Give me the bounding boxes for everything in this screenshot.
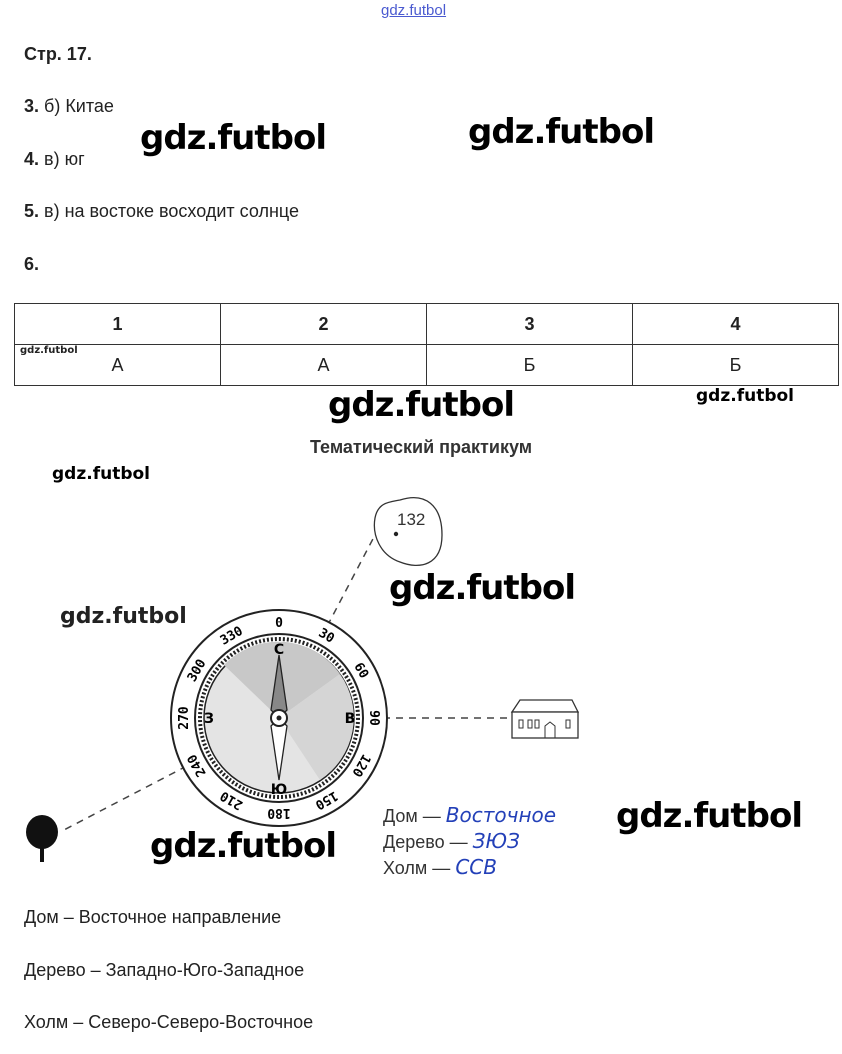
- table-header: 2: [220, 303, 427, 345]
- hill-point: [393, 531, 399, 537]
- answer-number: 4.: [24, 149, 40, 169]
- caption-label: Дерево —: [383, 832, 468, 852]
- answer-text: в) на востоке восходит солнце: [39, 201, 300, 221]
- caption-answer: Восточное: [445, 803, 557, 827]
- answer-5: 5. в) на востоке восходит солнце: [24, 201, 299, 222]
- watermark: gdz.futbol: [140, 118, 327, 158]
- watermark: gdz.futbol: [52, 464, 150, 484]
- watermark: gdz.futbol: [60, 604, 187, 629]
- watermark: gdz.futbol: [328, 385, 515, 425]
- caption-house: Дом — Восточное: [383, 803, 556, 827]
- table-cell: А: [14, 344, 221, 386]
- caption-answer: ССВ: [455, 855, 497, 879]
- compass-degree-label: 270: [177, 706, 192, 730]
- compass-letter-east: В: [345, 711, 356, 727]
- caption-label: Дом —: [383, 806, 441, 826]
- house-icon: [510, 699, 580, 739]
- caption-hill: Холм — ССВ: [383, 855, 497, 879]
- table-cell: Б: [426, 344, 633, 386]
- answer-4: 4. в) юг: [24, 149, 85, 170]
- answer-3: 3. б) Китае: [24, 96, 114, 117]
- hill-height: 132: [397, 510, 425, 529]
- tree-icon: [26, 815, 58, 862]
- answer-number: 5.: [24, 201, 40, 221]
- conclusion-hill: Холм – Северо-Северо-Восточное: [24, 1012, 314, 1032]
- caption-answer: ЗЮЗ: [472, 829, 520, 853]
- watermark: gdz.futbol: [696, 386, 794, 406]
- watermark: gdz.futbol: [468, 112, 655, 152]
- section-title: Тематический практикум: [309, 437, 533, 457]
- answer-number: 3.: [24, 96, 40, 116]
- compass-degree-label: 60: [350, 660, 371, 681]
- table-row: А А Б Б: [14, 344, 839, 386]
- compass-degree-label: 180: [267, 805, 291, 820]
- page-title: Стр. 17.: [24, 44, 92, 64]
- compass-degree-label: 30: [316, 626, 337, 647]
- watermark: gdz.futbol: [150, 826, 337, 866]
- table-header-row: 1 2 3 4: [14, 303, 839, 345]
- table-header: 4: [632, 303, 839, 345]
- watermark: gdz.futbol: [389, 568, 576, 608]
- table-cell: Б: [632, 344, 839, 386]
- compass-degree-label: 0: [275, 616, 283, 631]
- answer-text: в) юг: [39, 149, 85, 169]
- table-cell: А: [220, 344, 427, 386]
- header-watermark-link[interactable]: gdz.futbol: [381, 2, 447, 19]
- compass-letter-south: Ю: [271, 782, 287, 798]
- answer-6: 6.: [24, 254, 39, 275]
- sight-line-hill: [278, 534, 376, 719]
- hill-icon: [373, 497, 443, 566]
- conclusion-tree: Дерево – Западно-Юго-Западное: [24, 960, 305, 980]
- watermark: gdz.futbol: [616, 796, 803, 836]
- answer-table: 1 2 3 4 А А Б Б: [14, 303, 839, 386]
- watermark: gdz.futbol: [20, 345, 78, 356]
- answer-number: 6.: [24, 254, 40, 274]
- compass-letter-west: З: [204, 711, 214, 727]
- answer-text: б) Китае: [39, 96, 114, 116]
- compass-degree-label: 90: [366, 710, 381, 726]
- caption-tree: Дерево — ЗЮЗ: [383, 829, 520, 853]
- conclusion-house: Дом – Восточное направление: [24, 907, 282, 927]
- caption-label: Холм —: [383, 858, 451, 878]
- compass-letter-north: С: [274, 642, 284, 658]
- table-header: 1: [14, 303, 221, 345]
- table-header: 3: [426, 303, 633, 345]
